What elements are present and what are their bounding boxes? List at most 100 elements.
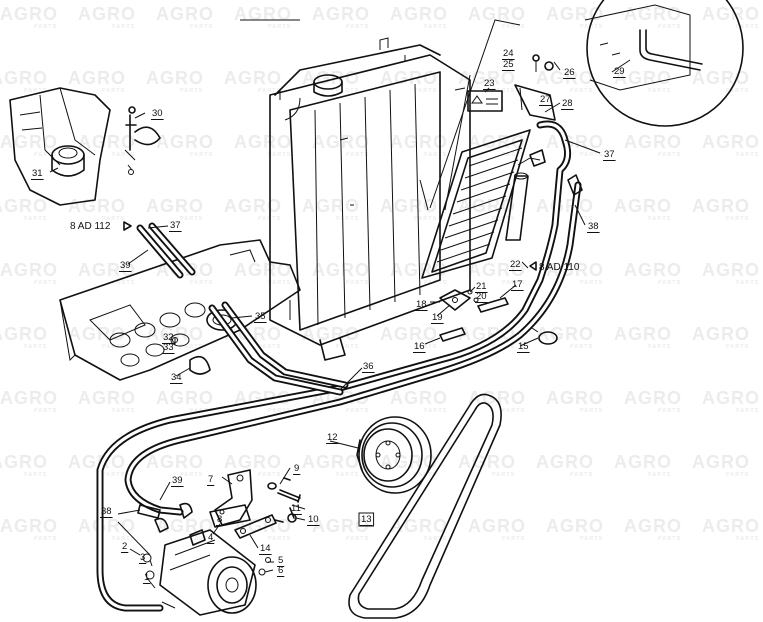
watermark-subtext: PARTS: [346, 152, 369, 158]
watermark-subtext: PARTS: [492, 472, 515, 478]
panel-reference-right: 8 AD 110: [529, 261, 580, 273]
watermark-text: AGRO: [546, 388, 604, 408]
watermark-subtext: PARTS: [570, 472, 593, 478]
watermark-subtext: PARTS: [336, 216, 359, 222]
part-number-23: 23: [484, 78, 495, 89]
watermark-text: AGRO: [146, 452, 204, 472]
part-number-27: 27: [540, 94, 551, 105]
part-number-box: [358, 512, 375, 527]
watermark-subtext: PARTS: [190, 280, 213, 286]
reference-label-left: 8 AD 112: [70, 221, 111, 232]
pipe-detail-inset: [584, 0, 744, 127]
watermark-text: AGRO: [692, 324, 750, 344]
watermark-subtext: PARTS: [502, 536, 525, 542]
watermark-subtext: PARTS: [570, 88, 593, 94]
watermark-subtext: PARTS: [570, 216, 593, 222]
watermark-text: AGRO: [224, 196, 282, 216]
watermark-subtext: PARTS: [190, 24, 213, 30]
part-number-38: 38: [588, 221, 599, 232]
part-number-14: 14: [260, 543, 271, 554]
watermark-text: AGRO: [224, 68, 282, 88]
part-number-28: 28: [562, 98, 573, 109]
part-number-11: 11: [291, 503, 301, 514]
watermark-text: AGRO: [78, 132, 136, 152]
watermark-subtext: PARTS: [346, 536, 369, 542]
watermark-text: AGRO: [458, 196, 516, 216]
watermark-subtext: PARTS: [424, 408, 447, 414]
watermark-subtext: PARTS: [726, 216, 749, 222]
watermark-text: AGRO: [390, 132, 448, 152]
watermark-text: AGRO: [390, 4, 448, 24]
watermark-subtext: PARTS: [658, 408, 681, 414]
watermark-text: AGRO: [624, 516, 682, 536]
panel-reference-left: 8 AD 112: [70, 221, 132, 232]
watermark-text: AGRO: [536, 196, 594, 216]
watermark-text: AGRO: [302, 196, 360, 216]
watermark-text: AGRO: [224, 452, 282, 472]
watermark-text: AGRO: [0, 324, 48, 344]
watermark-subtext: PARTS: [102, 88, 125, 94]
watermark-subtext: PARTS: [268, 280, 291, 286]
watermark-text: AGRO: [458, 68, 516, 88]
part-number-32: 32: [163, 332, 174, 343]
watermark-text: AGRO: [624, 388, 682, 408]
watermark-subtext: PARTS: [580, 24, 603, 30]
watermark-text: AGRO: [234, 4, 292, 24]
watermark-subtext: PARTS: [424, 280, 447, 286]
watermark-text: AGRO: [312, 516, 370, 536]
watermark-subtext: PARTS: [648, 88, 671, 94]
watermark-text: AGRO: [614, 196, 672, 216]
watermark-subtext: PARTS: [112, 24, 135, 30]
watermark-text: AGRO: [468, 260, 526, 280]
watermark-text: AGRO: [702, 516, 760, 536]
watermark-text: AGRO: [0, 260, 58, 280]
watermark-subtext: PARTS: [180, 88, 203, 94]
watermark-subtext: PARTS: [736, 24, 759, 30]
watermark-subtext: PARTS: [268, 152, 291, 158]
part-number-4: 4: [208, 532, 213, 543]
part-number-35: 35: [255, 311, 266, 322]
watermark-text: AGRO: [624, 132, 682, 152]
watermark-subtext: PARTS: [336, 88, 359, 94]
part-number-19: 19: [432, 312, 443, 323]
watermark-subtext: PARTS: [502, 152, 525, 158]
part-number-3: 3: [140, 552, 145, 563]
watermark-text: AGRO: [468, 516, 526, 536]
part-number-7: 7: [208, 474, 213, 485]
part-number-16: 16: [414, 341, 425, 352]
watermark-text: AGRO: [234, 260, 292, 280]
watermark-subtext: PARTS: [190, 536, 213, 542]
watermark-text: AGRO: [546, 132, 604, 152]
condenser: [421, 54, 556, 279]
watermark-text: AGRO: [702, 132, 760, 152]
watermark-text: AGRO: [614, 68, 672, 88]
watermark-subtext: PARTS: [34, 408, 57, 414]
watermark-text: AGRO: [302, 452, 360, 472]
watermark-subtext: PARTS: [102, 344, 125, 350]
watermark-subtext: PARTS: [336, 472, 359, 478]
watermark-subtext: PARTS: [346, 280, 369, 286]
watermark-subtext: PARTS: [658, 152, 681, 158]
watermark-subtext: PARTS: [180, 472, 203, 478]
watermark-subtext: PARTS: [268, 408, 291, 414]
part-number-36: 36: [363, 361, 374, 372]
watermark-text: AGRO: [234, 132, 292, 152]
watermark-subtext: PARTS: [648, 344, 671, 350]
watermark-text: AGRO: [702, 260, 760, 280]
part-number-6: 6: [278, 565, 283, 576]
watermark-text: AGRO: [0, 388, 58, 408]
watermark-subtext: PARTS: [180, 216, 203, 222]
part-number-17: 17: [512, 279, 523, 290]
watermark-subtext: PARTS: [258, 472, 281, 478]
part-number-12: 12: [327, 432, 338, 443]
watermark-text: AGRO: [146, 68, 204, 88]
part-number-13: 13: [361, 514, 372, 525]
watermark-subtext: PARTS: [414, 344, 437, 350]
watermark-text: AGRO: [156, 4, 214, 24]
watermark-text: AGRO: [624, 4, 682, 24]
watermark-subtext: PARTS: [102, 472, 125, 478]
watermark-subtext: PARTS: [268, 24, 291, 30]
part-number-29: 29: [614, 66, 625, 77]
watermark-subtext: PARTS: [112, 152, 135, 158]
watermark-subtext: PARTS: [414, 88, 437, 94]
